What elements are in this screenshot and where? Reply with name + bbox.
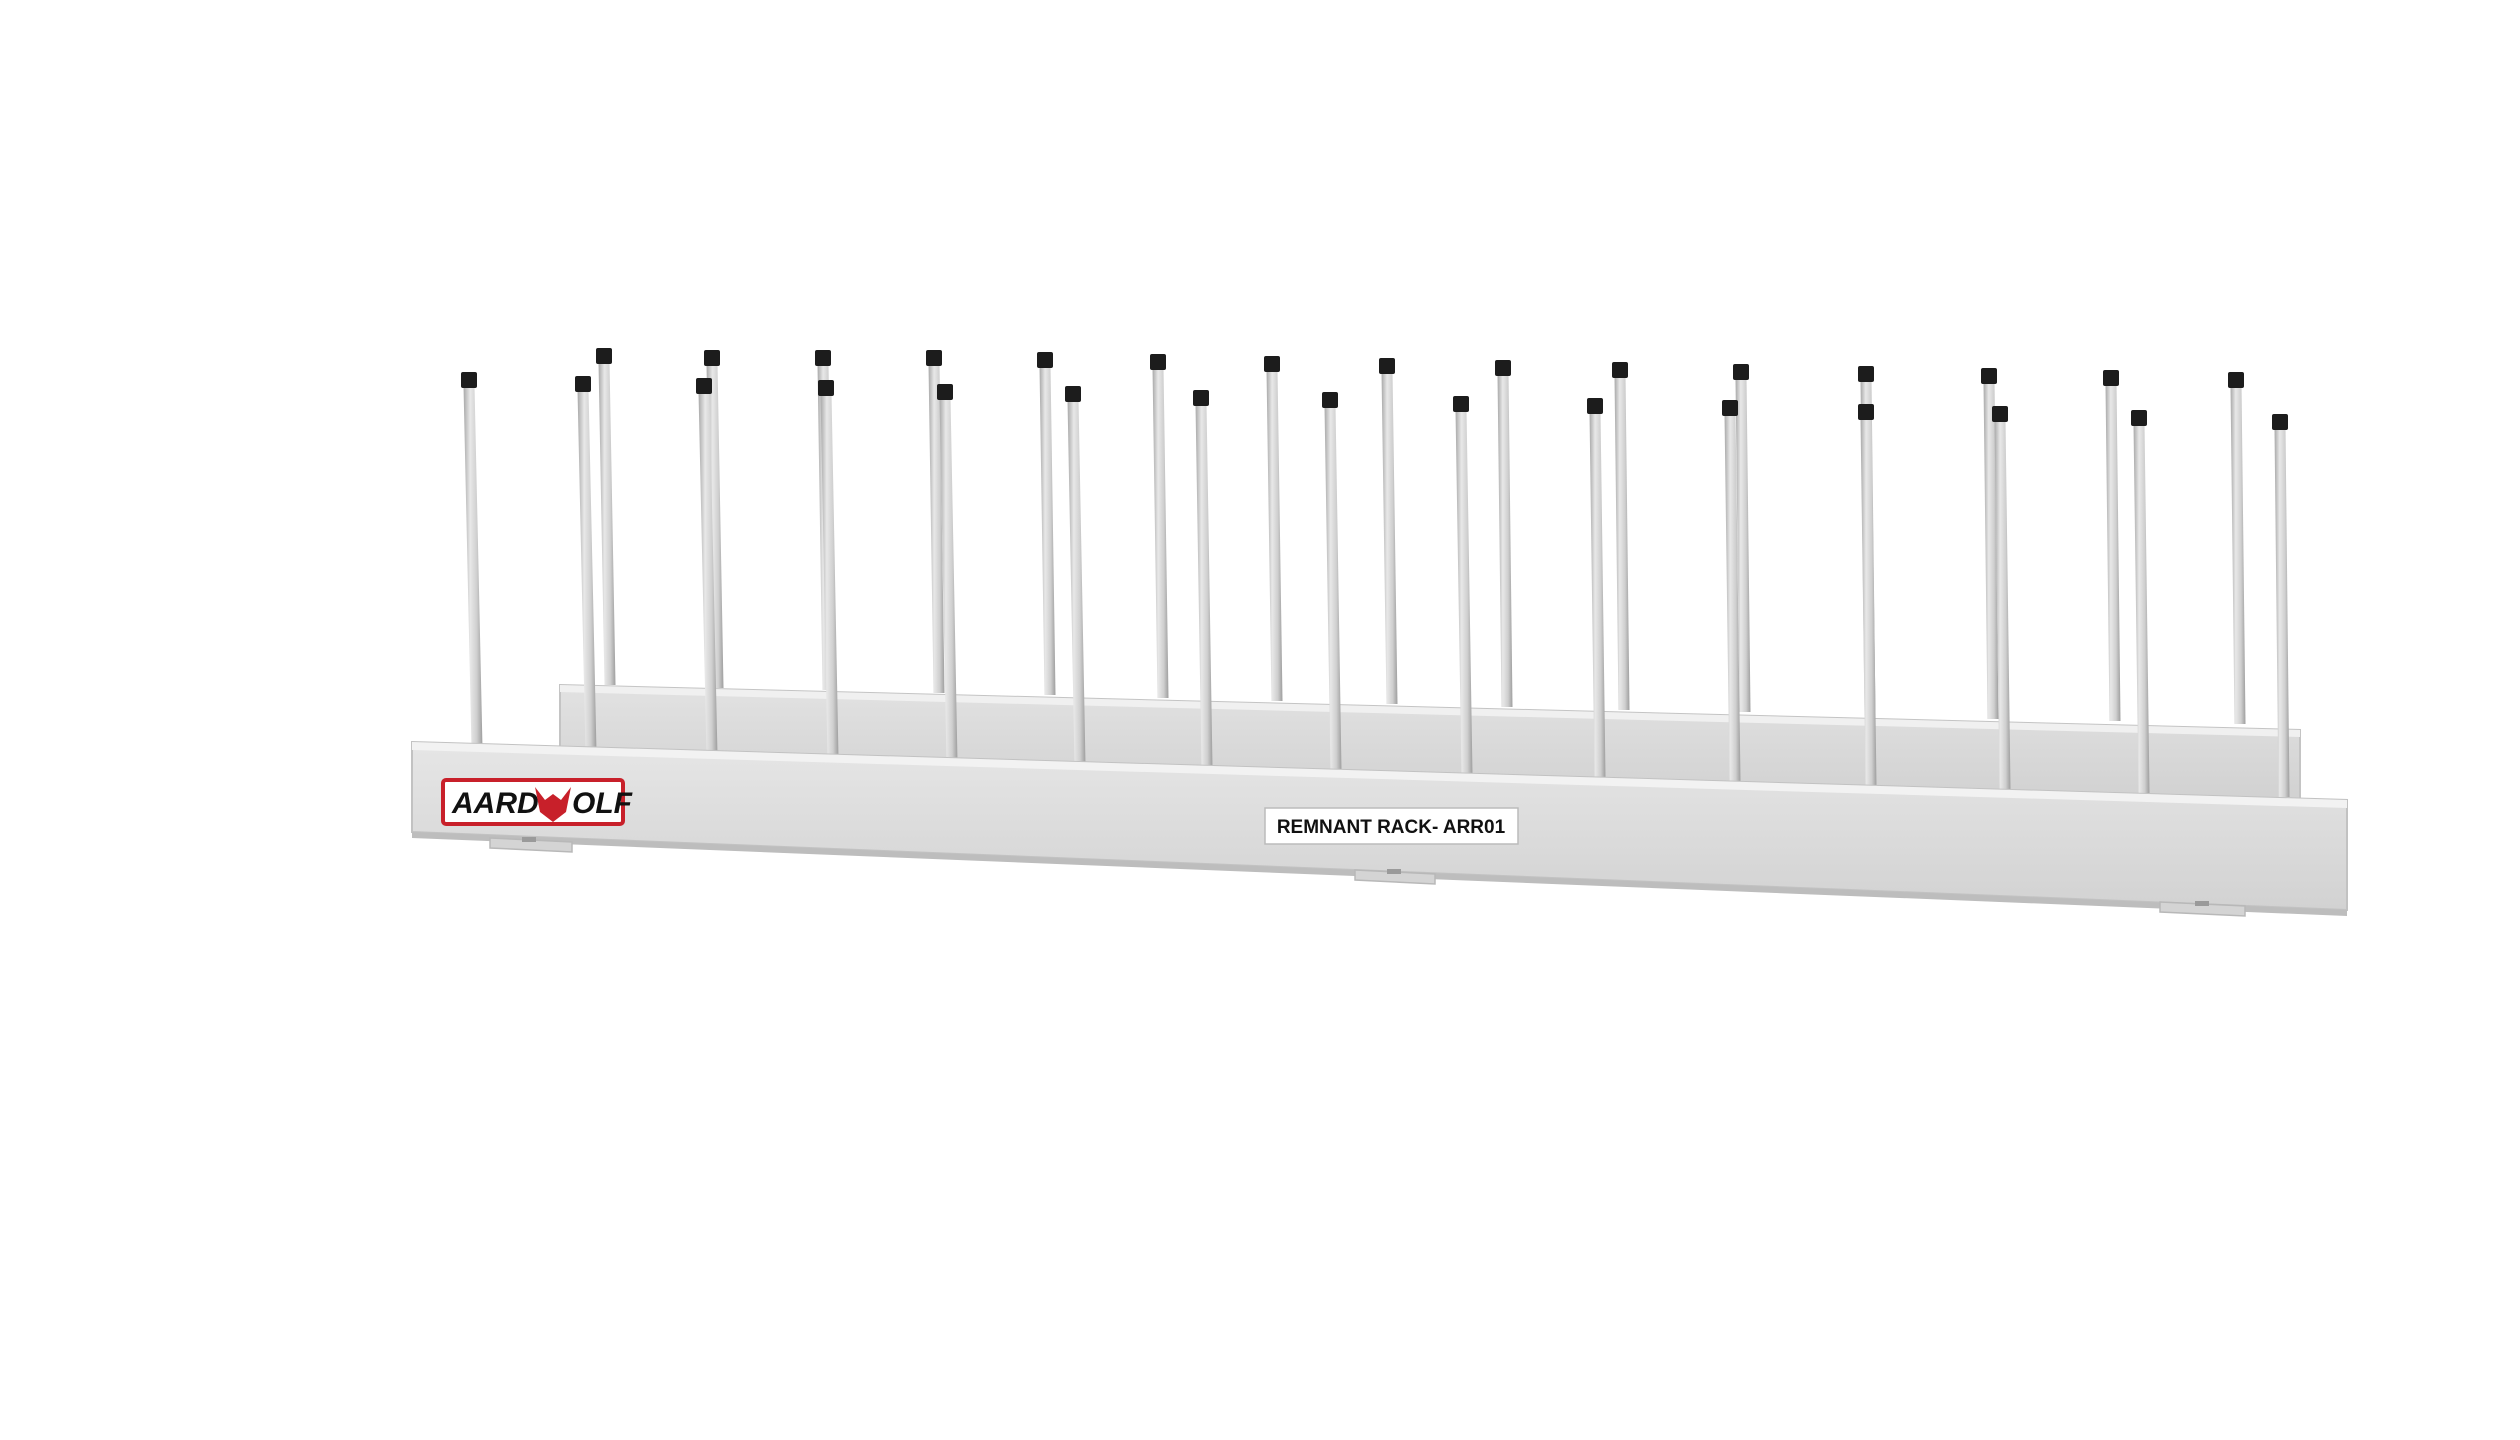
- rear-pole: [596, 348, 616, 685]
- rear-pole: [1264, 356, 1283, 701]
- front-pole-cap: [1992, 406, 2008, 422]
- front-pole-shaft: [1589, 412, 1606, 778]
- front-pole-shaft: [820, 394, 839, 758]
- rear-pole-shaft: [1735, 378, 1751, 712]
- rear-pole-cap: [815, 350, 831, 366]
- front-pole-cap: [2272, 414, 2288, 430]
- rear-pole-cap: [1264, 356, 1280, 372]
- front-pole-shaft: [2133, 424, 2150, 793]
- front-base-beam-top-edge: [412, 742, 2347, 808]
- front-pole-shaft: [1860, 418, 1877, 786]
- front-pole-shaft: [2274, 428, 2290, 797]
- front-pole-cap: [696, 378, 712, 394]
- front-pole-cap: [461, 372, 477, 388]
- product-label-text: REMNANT RACK- ARR01: [1277, 817, 1506, 838]
- rear-pole-group: [596, 348, 2246, 724]
- front-pole: [1858, 404, 1877, 786]
- front-pole: [818, 380, 839, 758]
- front-pole-shaft: [698, 392, 718, 755]
- rear-pole-shaft: [1039, 366, 1056, 695]
- front-pole-shaft: [1455, 410, 1473, 775]
- rear-pole-shaft: [1266, 370, 1283, 701]
- front-pole: [696, 378, 718, 755]
- rear-pole-cap: [1612, 362, 1628, 378]
- rear-pole-shaft: [2105, 384, 2121, 721]
- front-pole-cap: [1453, 396, 1469, 412]
- product-label: REMNANT RACK- ARR01: [1264, 807, 1519, 845]
- rear-pole-shaft: [598, 362, 616, 685]
- front-pole-cap: [1858, 404, 1874, 420]
- rear-pole: [1037, 352, 1056, 695]
- rear-pole-cap: [2103, 370, 2119, 386]
- rear-pole-cap: [1379, 358, 1395, 374]
- rear-pole-shaft: [1381, 372, 1398, 704]
- front-pole-shaft: [463, 386, 483, 748]
- front-pole: [937, 384, 958, 762]
- rear-pole-cap: [1858, 366, 1874, 382]
- rear-pole: [1733, 364, 1751, 712]
- rear-pole-cap: [1150, 354, 1166, 370]
- front-pole: [1992, 406, 2011, 790]
- rear-pole: [1495, 360, 1513, 707]
- front-pole: [461, 372, 483, 748]
- mounting-foot-center: [1354, 869, 1436, 885]
- front-pole: [575, 376, 597, 752]
- rear-pole-cap: [1037, 352, 1053, 368]
- front-pole: [1065, 386, 1086, 765]
- front-pole: [1322, 392, 1342, 771]
- brand-logo: AARD OLF: [441, 778, 633, 826]
- rear-pole: [1612, 362, 1630, 710]
- rear-pole-cap: [1733, 364, 1749, 380]
- rear-pole: [1150, 354, 1169, 698]
- front-pole-group: [461, 372, 2290, 797]
- front-pole: [1453, 396, 1473, 775]
- rear-pole-cap: [704, 350, 720, 366]
- rear-pole-shaft: [1983, 382, 1999, 719]
- mounting-foot-right: [2159, 901, 2246, 917]
- rear-pole: [2228, 372, 2246, 724]
- rear-pole-cap: [1981, 368, 1997, 384]
- front-pole-cap: [1065, 386, 1081, 402]
- front-pole-shaft: [1724, 414, 1741, 782]
- front-pole: [1722, 400, 1741, 782]
- front-pole-cap: [1722, 400, 1738, 416]
- logo-text-right: OLF: [572, 787, 633, 820]
- front-pole-cap: [937, 384, 953, 400]
- rear-pole-cap: [2228, 372, 2244, 388]
- rear-pole: [1379, 358, 1398, 704]
- wolf-head-icon: [535, 787, 571, 822]
- front-pole-shaft: [1324, 406, 1342, 771]
- rear-pole: [2103, 370, 2121, 721]
- rear-pole: [1981, 368, 1999, 719]
- front-pole-cap: [818, 380, 834, 396]
- rear-pole-shaft: [1614, 376, 1630, 710]
- front-pole: [1587, 398, 1606, 778]
- front-pole-cap: [1587, 398, 1603, 414]
- front-pole-shaft: [1994, 420, 2011, 790]
- front-pole-cap: [1322, 392, 1338, 408]
- rear-pole-shaft: [1152, 368, 1169, 698]
- front-pole-shaft: [1195, 404, 1213, 768]
- rear-pole-shaft: [1497, 374, 1513, 707]
- rear-pole: [704, 350, 724, 688]
- logo-text-left: AARD: [451, 787, 539, 820]
- front-pole-cap: [1193, 390, 1209, 406]
- front-pole: [2272, 414, 2290, 797]
- front-pole-shaft: [939, 398, 958, 762]
- rear-pole-shaft: [706, 364, 724, 688]
- rear-pole-cap: [926, 350, 942, 366]
- rear-pole-cap: [596, 348, 612, 364]
- rear-pole-cap: [1495, 360, 1511, 376]
- rear-pole-shaft: [2230, 386, 2246, 724]
- front-pole-cap: [2131, 410, 2147, 426]
- front-pole: [2131, 410, 2150, 793]
- front-pole: [1193, 390, 1213, 768]
- mounting-foot-left: [489, 837, 573, 853]
- front-pole-shaft: [1067, 400, 1086, 765]
- front-pole-shaft: [577, 390, 597, 752]
- front-pole-cap: [575, 376, 591, 392]
